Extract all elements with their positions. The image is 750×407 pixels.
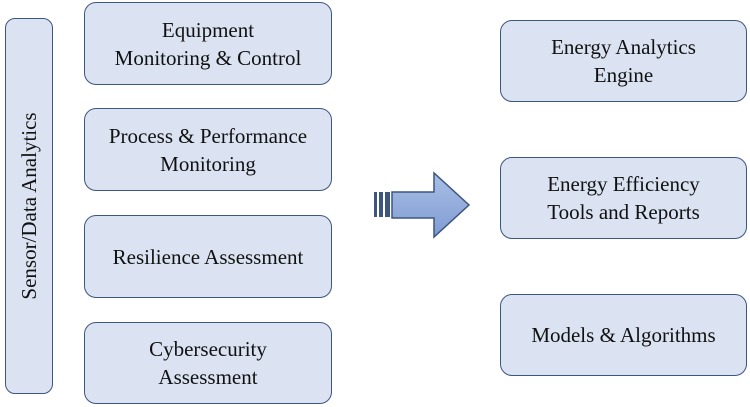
arrow-body	[391, 171, 471, 239]
energy-analytics-engine-box: Energy Analytics Engine	[500, 20, 747, 102]
cybersecurity-assessment-box: Cybersecurity Assessment	[84, 322, 332, 404]
models-algorithms-box: Models & Algorithms	[500, 294, 747, 376]
energy-efficiency-tools-box: Energy Efficiency Tools and Reports	[500, 157, 747, 239]
sidebar-label: Sensor/Data Analytics	[17, 112, 41, 300]
arrow-stripe-2	[379, 192, 383, 217]
process-performance-box: Process & Performance Monitoring	[84, 108, 332, 191]
flow-arrow	[374, 171, 471, 239]
arrow-stripe-3	[385, 192, 390, 217]
resilience-assessment-box: Resilience Assessment	[84, 215, 332, 298]
arrow-stripe-1	[374, 192, 377, 217]
sensor-data-analytics-bar: Sensor/Data Analytics	[5, 18, 53, 394]
equipment-monitoring-box: Equipment Monitoring & Control	[84, 2, 332, 85]
